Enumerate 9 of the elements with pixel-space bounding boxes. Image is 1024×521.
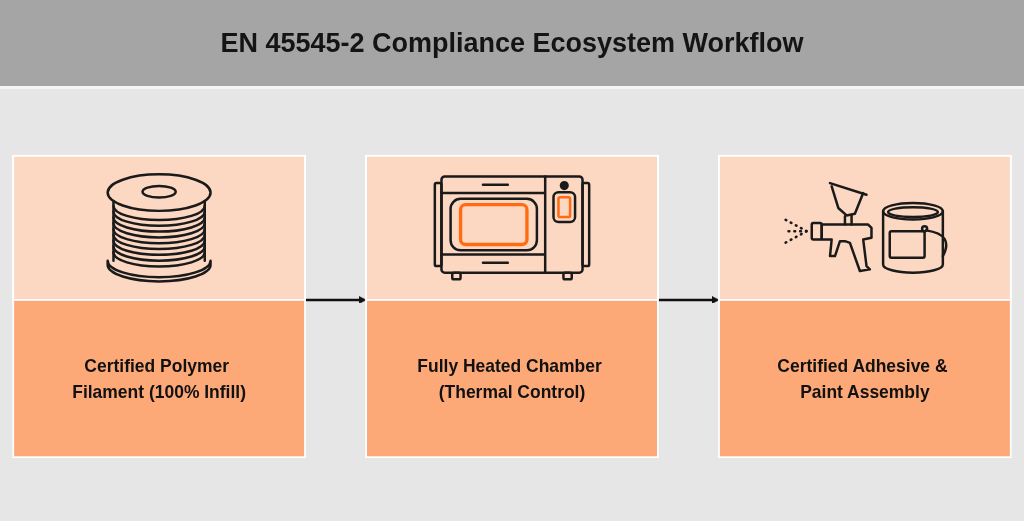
card-label: Certified Adhesive & Paint Assembly bbox=[776, 354, 949, 404]
process-card bbox=[718, 154, 1012, 459]
card-label: Certified Polymer Filament (100% Infill) bbox=[71, 354, 247, 404]
card-label: Fully Heated Chamber (Thermal Control) bbox=[416, 354, 603, 404]
arrow bbox=[657, 296, 720, 304]
process-card bbox=[12, 154, 306, 459]
arrow bbox=[305, 296, 367, 304]
diagram-title: EN 45545-2 Compliance Ecosystem Workflow bbox=[220, 27, 804, 59]
process-card bbox=[365, 154, 659, 459]
